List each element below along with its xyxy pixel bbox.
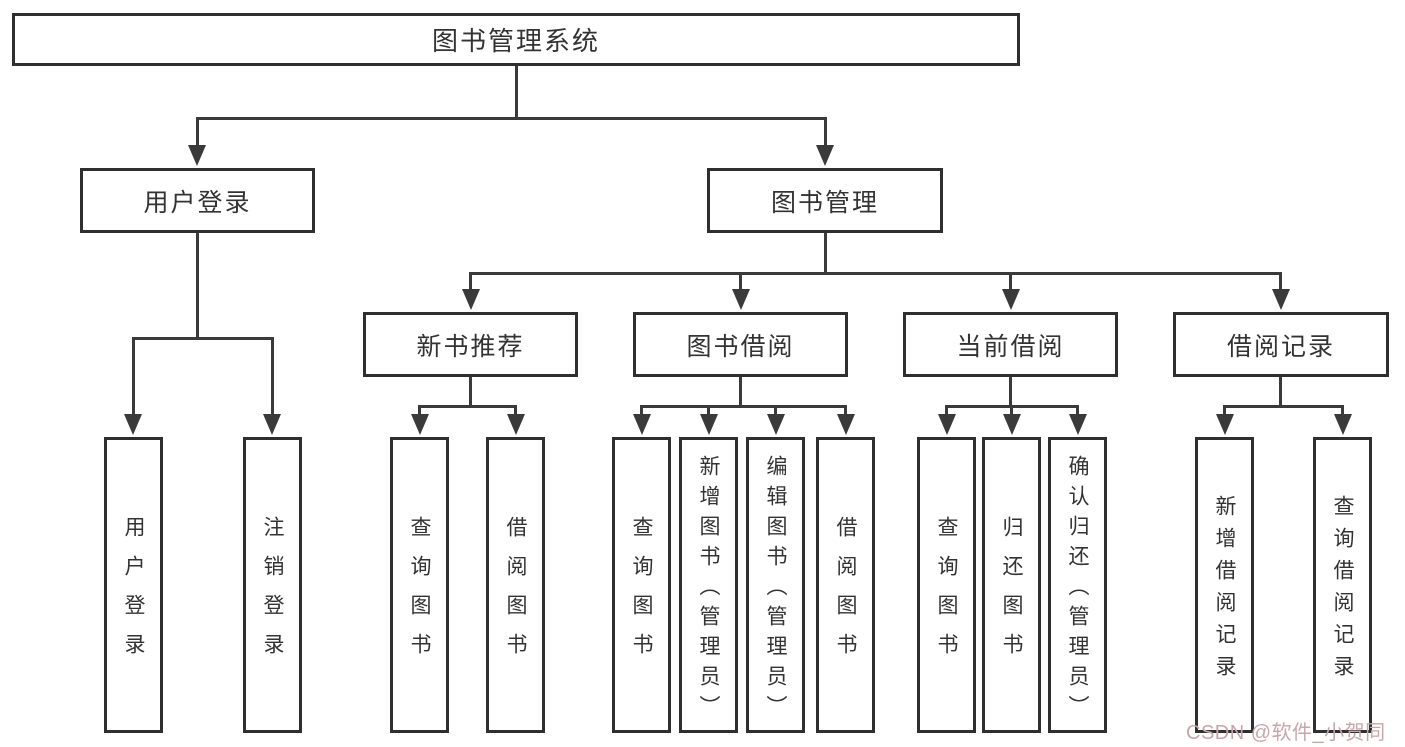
arrowhead-records-leaf1 <box>1216 414 1234 435</box>
node-new-book-recommend: 新书推荐 <box>363 312 578 377</box>
arrowhead-current-leaf3 <box>1069 414 1087 435</box>
arrowhead-borrow-leaf1 <box>633 414 651 435</box>
leaf-logout-login: 注销登录 <box>243 437 302 733</box>
arrowhead-user-login <box>188 145 206 166</box>
connector-book-management-split <box>469 272 1282 275</box>
connector-borrow-split <box>640 405 847 408</box>
leaf-logout-login-label: 注销登录 <box>261 516 284 672</box>
arrowhead-current-leaf2 <box>1003 414 1021 435</box>
connector-to-recommend-leaf1 <box>418 405 421 418</box>
node-book-borrow: 图书借阅 <box>633 312 848 377</box>
csdn-watermark: CSDN @软件_小贺同学 <box>1186 722 1386 744</box>
node-current-borrow: 当前借阅 <box>903 312 1118 377</box>
node-user-login: 用户登录 <box>80 168 315 233</box>
connector-to-recommend-leaf2 <box>514 405 517 418</box>
leaf-user-login-label: 用户登录 <box>122 516 145 672</box>
connector-current-stub <box>1009 377 1012 406</box>
connector-to-current-leaf1 <box>945 405 948 418</box>
leaf-records-query-record: 查询借阅记录 <box>1313 437 1372 733</box>
connector-recommend-split <box>418 405 517 408</box>
leaf-borrow-add-books-admin: 新增图书（管理员） <box>679 437 738 733</box>
connector-records-split <box>1223 405 1344 408</box>
leaf-current-confirm-return-admin-label: 确认归还（管理员） <box>1066 454 1089 725</box>
leaf-recommend-borrow-books: 借阅图书 <box>486 437 545 733</box>
connector-to-current-leaf3 <box>1076 405 1079 418</box>
connector-to-records-leaf1 <box>1223 405 1226 418</box>
leaf-records-add-record: 新增借阅记录 <box>1195 437 1254 733</box>
connector-to-user-login <box>196 117 199 149</box>
connector-to-book-management <box>824 117 827 149</box>
connector-root-split <box>196 117 827 120</box>
connector-to-records <box>1279 272 1282 293</box>
leaf-recommend-query-books-label: 查询图书 <box>408 516 431 672</box>
connector-to-leaf-logout <box>271 337 274 418</box>
node-root: 图书管理系统 <box>12 13 1020 66</box>
connector-recommend-stub <box>469 377 472 406</box>
arrowhead-recommend-leaf2 <box>507 414 525 435</box>
arrowhead-book-management <box>816 145 834 166</box>
leaf-records-query-record-label: 查询借阅记录 <box>1331 494 1354 687</box>
connector-to-borrow-leaf4 <box>844 405 847 418</box>
arrowhead-borrow <box>732 289 750 310</box>
leaf-recommend-borrow-books-label: 借阅图书 <box>504 516 527 672</box>
leaf-current-confirm-return-admin: 确认归还（管理员） <box>1048 437 1107 733</box>
connector-to-current-leaf2 <box>1010 405 1013 418</box>
node-borrow-records: 借阅记录 <box>1173 312 1389 377</box>
connector-user-login-stub <box>196 233 199 337</box>
connector-to-borrow-leaf3 <box>774 405 777 418</box>
connector-to-borrow-leaf2 <box>707 405 710 418</box>
connector-records-stub <box>1279 377 1282 406</box>
leaf-borrow-edit-books-admin-label: 编辑图书（管理员） <box>764 454 787 725</box>
arrowhead-records <box>1272 289 1290 310</box>
connector-to-borrow <box>739 272 742 293</box>
arrowhead-records-leaf2 <box>1334 414 1352 435</box>
leaf-recommend-query-books: 查询图书 <box>390 437 449 733</box>
leaf-borrow-edit-books-admin: 编辑图书（管理员） <box>746 437 805 733</box>
leaf-current-query-books: 查询图书 <box>917 437 976 733</box>
connector-to-leaf-user-login <box>132 337 135 418</box>
arrowhead-current-leaf1 <box>938 414 956 435</box>
leaf-borrow-query-books: 查询图书 <box>612 437 671 733</box>
connector-to-current <box>1009 272 1012 293</box>
arrowhead-current <box>1002 289 1020 310</box>
arrowhead-borrow-leaf2 <box>700 414 718 435</box>
leaf-records-add-record-label: 新增借阅记录 <box>1213 494 1236 687</box>
arrowhead-leaf-user-login <box>124 414 142 435</box>
arrowhead-borrow-leaf4 <box>837 414 855 435</box>
connector-root-stub <box>515 66 518 117</box>
leaf-current-return-books: 归还图书 <box>982 437 1041 733</box>
arrowhead-recommend-leaf1 <box>411 414 429 435</box>
leaf-current-return-books-label: 归还图书 <box>1000 516 1023 672</box>
leaf-borrow-borrow-books: 借阅图书 <box>816 437 875 733</box>
node-book-management: 图书管理 <box>707 168 943 233</box>
arrowhead-leaf-logout <box>263 414 281 435</box>
leaf-borrow-add-books-admin-label: 新增图书（管理员） <box>697 454 720 725</box>
arrowhead-recommend <box>462 289 480 310</box>
leaf-user-login: 用户登录 <box>104 437 163 733</box>
connector-to-records-leaf2 <box>1341 405 1344 418</box>
leaf-borrow-query-books-label: 查询图书 <box>630 516 653 672</box>
leaf-borrow-borrow-books-label: 借阅图书 <box>834 516 857 672</box>
connector-user-login-split <box>132 337 274 340</box>
connector-book-management-stub <box>824 233 827 275</box>
connector-to-recommend <box>469 272 472 293</box>
connector-borrow-stub <box>739 377 742 406</box>
connector-to-borrow-leaf1 <box>640 405 643 418</box>
arrowhead-borrow-leaf3 <box>767 414 785 435</box>
leaf-current-query-books-label: 查询图书 <box>935 516 958 672</box>
